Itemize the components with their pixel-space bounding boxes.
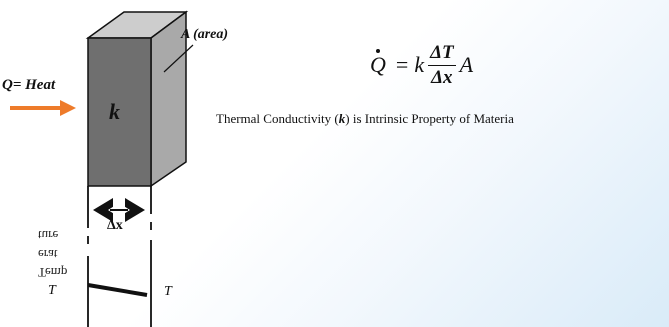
mirrored-text-3: Temp: [38, 265, 68, 280]
area-leader-line: [163, 44, 194, 73]
heat-label: Q= Heat: [2, 77, 56, 93]
heat-arrow-icon: [10, 100, 76, 116]
t1-label: T: [48, 283, 56, 298]
delta-x-label: Δx: [107, 218, 123, 233]
temperature-profile-line: [87, 283, 148, 297]
formula-equals: =: [395, 52, 409, 77]
caption-prefix: Thermal Conductivity (: [216, 111, 339, 126]
delta-x-arrow-icon: [93, 198, 145, 222]
heat-flow-formula: Q = k ΔT Δx A: [370, 40, 473, 90]
formula-area: A: [459, 52, 474, 77]
block-front-face: [87, 37, 152, 187]
mirrored-text-1: ture: [38, 228, 59, 243]
formula-numerator: ΔT: [428, 42, 456, 66]
area-label: A (area): [181, 27, 229, 42]
formula-denominator: Δx: [431, 66, 453, 88]
formula-fraction: ΔT Δx: [428, 42, 456, 89]
mirrored-text-2: erat: [38, 247, 58, 262]
caption-suffix: ) is Intrinsic Property of Materia: [345, 111, 514, 126]
caption-symbol: k: [338, 111, 346, 126]
formula-lhs: Q: [370, 49, 386, 77]
caption: Thermal Conductivity (k) is Intrinsic Pr…: [216, 111, 514, 127]
t2-label: T: [164, 284, 172, 299]
formula-coefficient: k: [414, 52, 425, 77]
conductivity-symbol: k: [109, 99, 120, 124]
